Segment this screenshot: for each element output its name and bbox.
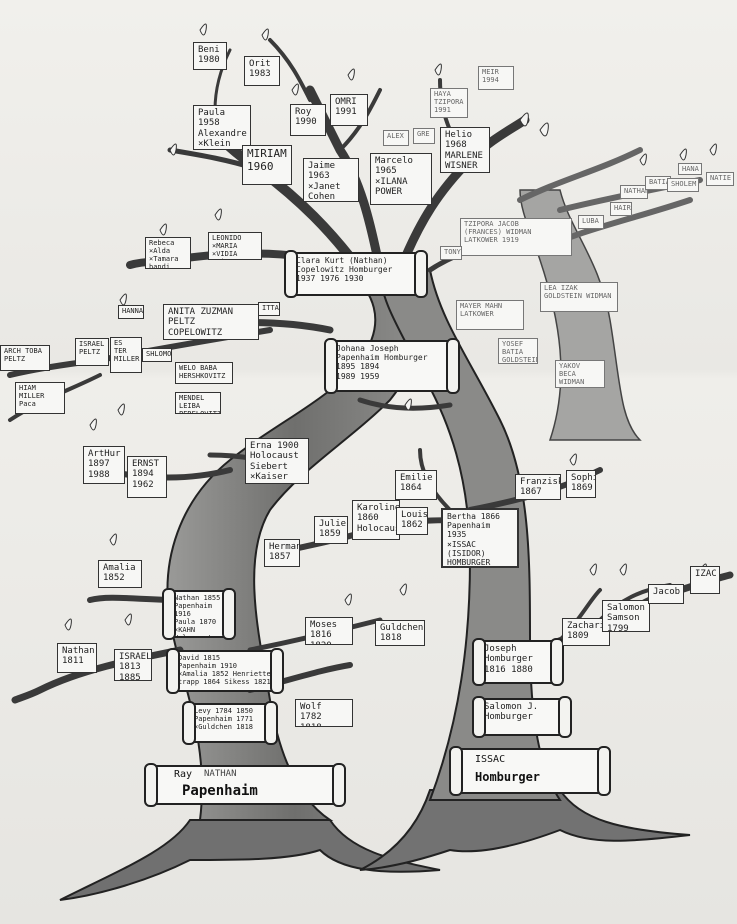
label-haya: HAYA TZIPORA 1991 <box>430 88 468 118</box>
label-luba: LUBA <box>578 215 604 229</box>
label-miriam: MIRIAM 1960 <box>242 145 292 185</box>
label-nathan-p: Nathan 1855 Papenhaim 1916 Paula 1870 ×K… <box>174 594 221 638</box>
label-jaime: Jaime 1963 ×Janet Cohen <box>303 158 359 202</box>
label-helio: Helio 1968 MARLENE WISNER <box>440 127 490 173</box>
label-louis: Louis 1862 <box>396 507 428 535</box>
label-yakov: YAKOV BECA WIDMAN <box>555 360 605 388</box>
label-sophie: Sophie 1869 <box>566 470 596 498</box>
label-guldchen: Guldchen 1818 <box>375 620 425 646</box>
label-shlomo: SHLOMO <box>142 348 172 362</box>
label-israel: ISRAEL 1813 1885 <box>114 649 152 681</box>
label-batia-r: BATIA <box>645 176 671 190</box>
scroll-joseph-homburger: Joseph Homburger 1816 1880 <box>472 638 564 686</box>
label-nathan-l: Nathan 1811 <box>57 643 97 673</box>
label-salomon-s: Salomon Samson 1799 <box>602 600 650 632</box>
label-david: David 1815 Papenhaim 1910 ×Amalia 1852 H… <box>178 654 271 687</box>
label-hair: HAIR <box>610 202 632 216</box>
label-leonido: LEONIDO ×MARIA ×VIDIA Zvinnaman <box>208 232 262 260</box>
label-franziska: Franziska 1867 <box>515 474 561 500</box>
left-tree-roots <box>59 819 441 901</box>
label-beni: Beni 1980 <box>193 42 227 70</box>
label-yosef-batia: YOSEF BATIA GOLDSTEIN <box>498 338 538 364</box>
label-clara-kurt: Clara Kurt (Nathan) Copelowitz Homburger… <box>296 256 393 284</box>
label-bertha: Bertha 1866 Papenhaim 1935 ×ISSAC (ISIDO… <box>441 508 519 568</box>
label-erna: Erna 1900 Holocaust Siebert ×Kaiser <box>245 438 309 484</box>
label-jacob: Jacob <box>648 584 684 604</box>
ray-first-name: Ray <box>174 769 193 780</box>
label-johana-joseph: Johana Joseph Papenhaim Homburger 1895 1… <box>336 344 428 381</box>
ray-last-name: Papenhaim <box>182 783 258 799</box>
label-welo: WELO BABA HERSHKOVITZ <box>175 362 233 384</box>
label-omri: OMRI 1991 <box>330 94 368 126</box>
ray-middle-name: NATHAN <box>204 769 237 779</box>
label-moses: Moses 1816 1820 <box>305 617 353 645</box>
label-salomon-h: Salomon J. Homburger <box>484 702 539 723</box>
label-meir: MEIR 1994 <box>478 66 514 90</box>
root-scroll-issac-homburger: ISSAC Homburger <box>449 746 611 796</box>
issac-last-name: Homburger <box>475 770 541 784</box>
label-emilie: Emilie 1864 <box>395 470 437 500</box>
label-tony: TONY <box>440 246 462 260</box>
label-julie: Julie 1859 <box>314 516 348 544</box>
scroll-nathan-papenhaim: Nathan 1855 Papenhaim 1916 Paula 1870 ×K… <box>162 588 236 640</box>
label-israel-peltz: ISRAEL PELTZ <box>75 338 109 366</box>
label-paula: Paula 1958 Alexandre ×Klein <box>193 105 251 150</box>
label-arch: ARCH TOBA PELTZ <box>0 345 50 371</box>
label-hiam: HIAM MILLER Paca <box>15 382 65 414</box>
label-amalia: Amalia 1852 <box>98 560 142 588</box>
label-levy: Levy 1784 1850 Papenhaim 1771 ×Guldchen … <box>194 707 254 732</box>
label-joseph-h: Joseph Homburger 1816 1880 <box>484 644 533 675</box>
label-tzipora: TZIPORA JACOB (FRANCES) WIDMAN LATKOWER … <box>460 218 572 256</box>
root-scroll-ray-papenhaim: Ray NATHAN Papenhaim <box>144 763 346 807</box>
label-izac: IZAC <box>690 566 720 594</box>
scroll-clara-kurt: Clara Kurt (Nathan) Copelowitz Homburger… <box>284 250 428 298</box>
label-hanna: HANNA <box>118 305 144 319</box>
label-ester: ES TER MILLER <box>110 337 142 373</box>
right-tree-roots <box>359 789 691 871</box>
label-alex: ALEX <box>383 130 409 146</box>
label-nathan-r: NATHAN <box>620 185 648 199</box>
issac-first-name: ISSAC <box>475 754 506 765</box>
label-mayer: MAYER MAHN LATKOWER <box>456 300 524 330</box>
scroll-levy-papenhaim: Levy 1784 1850 Papenhaim 1771 ×Guldchen … <box>182 701 278 745</box>
label-roy: Roy 1990 <box>290 104 326 136</box>
label-gregory: GRE <box>413 128 435 144</box>
label-anita: ANITA ZUZMAN PELTZ COPELOWITZ <box>163 304 259 340</box>
scroll-johana-joseph: Johana Joseph Papenhaim Homburger 1895 1… <box>324 338 460 394</box>
label-lea-izak: LEA IZAK GOLDSTEIN WIDMAN <box>540 282 618 312</box>
label-arthur: ArtHur 1897 1988 <box>83 446 125 484</box>
label-wolf: Wolf 1782 1818 Papenhaim <box>295 699 353 727</box>
label-rebeca: Rebeca ×Alda ×Tamara bandi regina <box>145 237 191 269</box>
label-mendel: MENDEL LEIBA PERELOVITZ <box>175 392 221 414</box>
label-zacharias: Zacharias 1809 <box>562 618 610 646</box>
label-sholem: SHOLEM <box>667 178 699 192</box>
scroll-david-papenhaim: David 1815 Papenhaim 1910 ×Amalia 1852 H… <box>166 648 284 694</box>
label-itta: ITTA <box>258 302 280 316</box>
label-ernst: ERNST 1894 1962 <box>127 456 167 498</box>
label-herman: Herman 1857 <box>264 539 300 567</box>
label-karoline: Karoline 1860 Holocaust <box>352 500 400 540</box>
label-orit: Orit 1983 <box>244 56 280 86</box>
scroll-salomon-homburger: Salomon J. Homburger <box>472 696 572 738</box>
label-hana-r: HANA <box>678 163 702 175</box>
label-marcelo: Marcelo 1965 ×ILANA POWER <box>370 153 432 205</box>
label-natie: NATIE <box>706 172 734 186</box>
